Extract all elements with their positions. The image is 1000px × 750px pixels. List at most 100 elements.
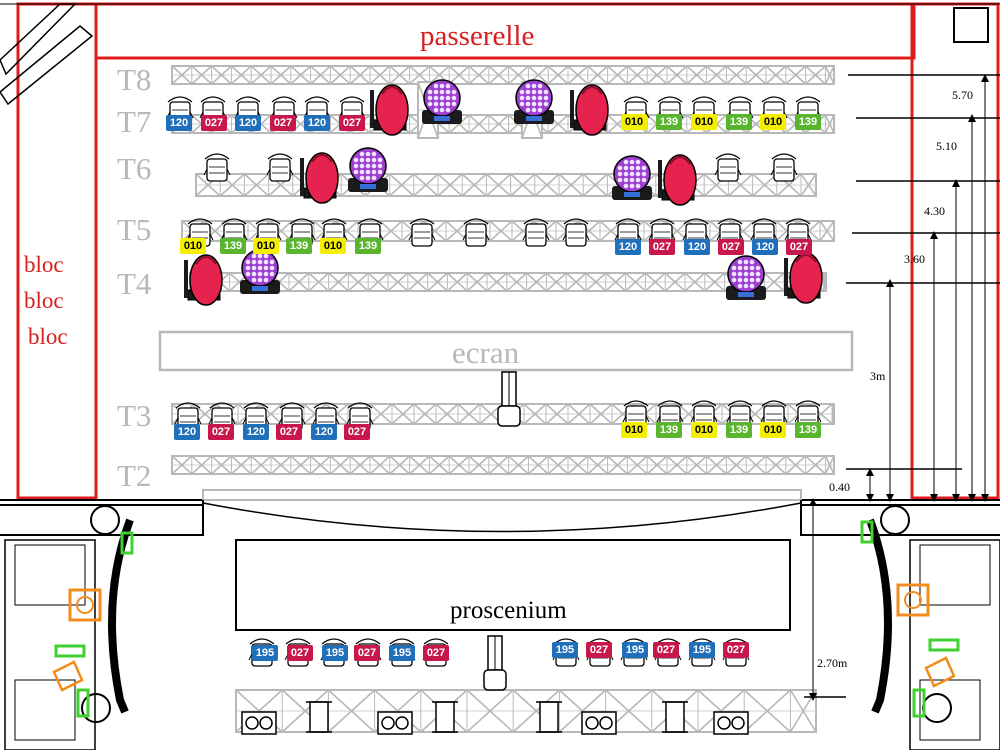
blinder-front-4 xyxy=(713,711,749,735)
fresnel-front-2 xyxy=(432,701,458,733)
screen-label: ecran xyxy=(452,335,520,370)
gel-tag: 195 xyxy=(252,645,278,661)
gel-tag: 027 xyxy=(723,642,749,658)
dim-3-60: 3.60 xyxy=(904,252,925,266)
gel-tag: 010 xyxy=(691,114,717,130)
blinder-front-2 xyxy=(377,711,413,735)
gel-tag: 010 xyxy=(180,238,206,254)
side-fixture-left-2 xyxy=(52,660,84,692)
truss-label-t6: T6 xyxy=(117,151,152,186)
gel-tag: 139 xyxy=(286,238,312,254)
gel-tag: 027 xyxy=(208,424,234,440)
par-t6-4 xyxy=(770,153,798,182)
gel-tag: 139 xyxy=(656,114,682,130)
truss-label-t5: T5 xyxy=(117,212,152,247)
side-block-left xyxy=(4,539,96,750)
spot-t6-2 xyxy=(658,154,697,206)
gel-tag: 195 xyxy=(322,645,348,661)
gel-tag: 010 xyxy=(621,114,647,130)
side-fixture-right-2 xyxy=(924,656,956,688)
gel-tag: 139 xyxy=(795,114,821,130)
side-green-right-3 xyxy=(928,638,960,652)
gel-tag: 027 xyxy=(270,115,296,131)
spot-t4-2 xyxy=(784,252,823,304)
blinder-front-1 xyxy=(241,711,277,735)
proscenium-label: proscenium xyxy=(450,597,567,624)
pipe-end-left-top xyxy=(90,505,120,535)
gel-tag: 139 xyxy=(726,114,752,130)
gel-tag: 195 xyxy=(689,642,715,658)
spot-t6-1 xyxy=(300,152,339,204)
side-green-left-3 xyxy=(54,644,86,658)
gel-tag: 027 xyxy=(653,642,679,658)
wash-t7-1 xyxy=(422,79,462,124)
bloc-label-3: bloc xyxy=(28,324,68,349)
truss-label-t3: T3 xyxy=(117,398,152,433)
stage-front-outline xyxy=(0,500,1000,536)
bloc-label-1: bloc xyxy=(24,252,64,277)
proscenium-arc xyxy=(202,502,802,533)
gel-tag: 027 xyxy=(649,239,675,255)
truss-t2 xyxy=(171,455,835,475)
overhead-beam-2 xyxy=(0,25,94,106)
pipe-end-right-bottom xyxy=(922,693,952,723)
gel-tag: 010 xyxy=(320,238,346,254)
gel-tag: 027 xyxy=(344,424,370,440)
side-green-left-2 xyxy=(76,688,90,718)
gel-tag: 120 xyxy=(166,115,192,131)
truss-label-t2: T2 xyxy=(117,458,152,493)
truss-front xyxy=(235,689,817,733)
gel-tag: 027 xyxy=(718,239,744,255)
side-fixture-right-1 xyxy=(896,583,930,617)
par-t6-3 xyxy=(714,153,742,182)
screen-box xyxy=(158,330,854,372)
fresnel-front-3 xyxy=(536,701,562,733)
dim-2-70m: 2.70m xyxy=(817,656,848,670)
par-t5-mid-4 xyxy=(562,218,590,247)
gel-tag: 027 xyxy=(423,645,449,661)
center-fixture-front xyxy=(483,635,507,691)
gel-tag: 027 xyxy=(786,239,812,255)
gel-tag: 010 xyxy=(621,422,647,438)
fresnel-front-4 xyxy=(662,701,688,733)
proscenium-box xyxy=(235,539,791,631)
wash-t6-2 xyxy=(612,155,652,200)
gel-tag: 120 xyxy=(304,115,330,131)
par-t6-2 xyxy=(266,153,294,182)
truss-label-t4: T4 xyxy=(117,266,152,301)
dim-5-70: 5.70 xyxy=(952,88,973,102)
gel-tag: 120 xyxy=(243,424,269,440)
gel-tag: 195 xyxy=(622,642,648,658)
gel-tag: 010 xyxy=(253,238,279,254)
gel-tag: 195 xyxy=(552,642,578,658)
side-green-right-1 xyxy=(860,520,874,544)
wash-t6-1 xyxy=(348,147,388,192)
wash-t4-1 xyxy=(240,249,280,294)
dim-5-10: 5.10 xyxy=(936,139,957,153)
spot-t7-1 xyxy=(370,84,409,136)
truss-label-t7: T7 xyxy=(117,104,152,139)
gel-tag: 120 xyxy=(684,239,710,255)
gel-tag: 027 xyxy=(276,424,302,440)
gel-tag: 010 xyxy=(760,114,786,130)
side-fixture-left-1 xyxy=(68,588,102,622)
side-block-right xyxy=(909,539,1000,750)
gel-tag: 010 xyxy=(760,422,786,438)
pipe-end-left-bottom xyxy=(81,693,111,723)
dim-0-40: 0.40 xyxy=(829,480,850,494)
title-passerelle: passerelle xyxy=(420,20,535,52)
side-green-left-1 xyxy=(120,531,134,555)
gel-tag: 139 xyxy=(220,238,246,254)
gel-tag: 027 xyxy=(201,115,227,131)
truss-t8 xyxy=(171,65,835,85)
gel-tag: 010 xyxy=(691,422,717,438)
pipe-end-right-top xyxy=(880,505,910,535)
gel-tag: 120 xyxy=(174,424,200,440)
wash-t7-2 xyxy=(514,79,554,124)
fresnel-front-1 xyxy=(306,701,332,733)
gel-tag: 027 xyxy=(287,645,313,661)
gel-tag: 139 xyxy=(726,422,752,438)
spot-t7-2 xyxy=(570,84,609,136)
bloc-frame xyxy=(16,2,98,500)
